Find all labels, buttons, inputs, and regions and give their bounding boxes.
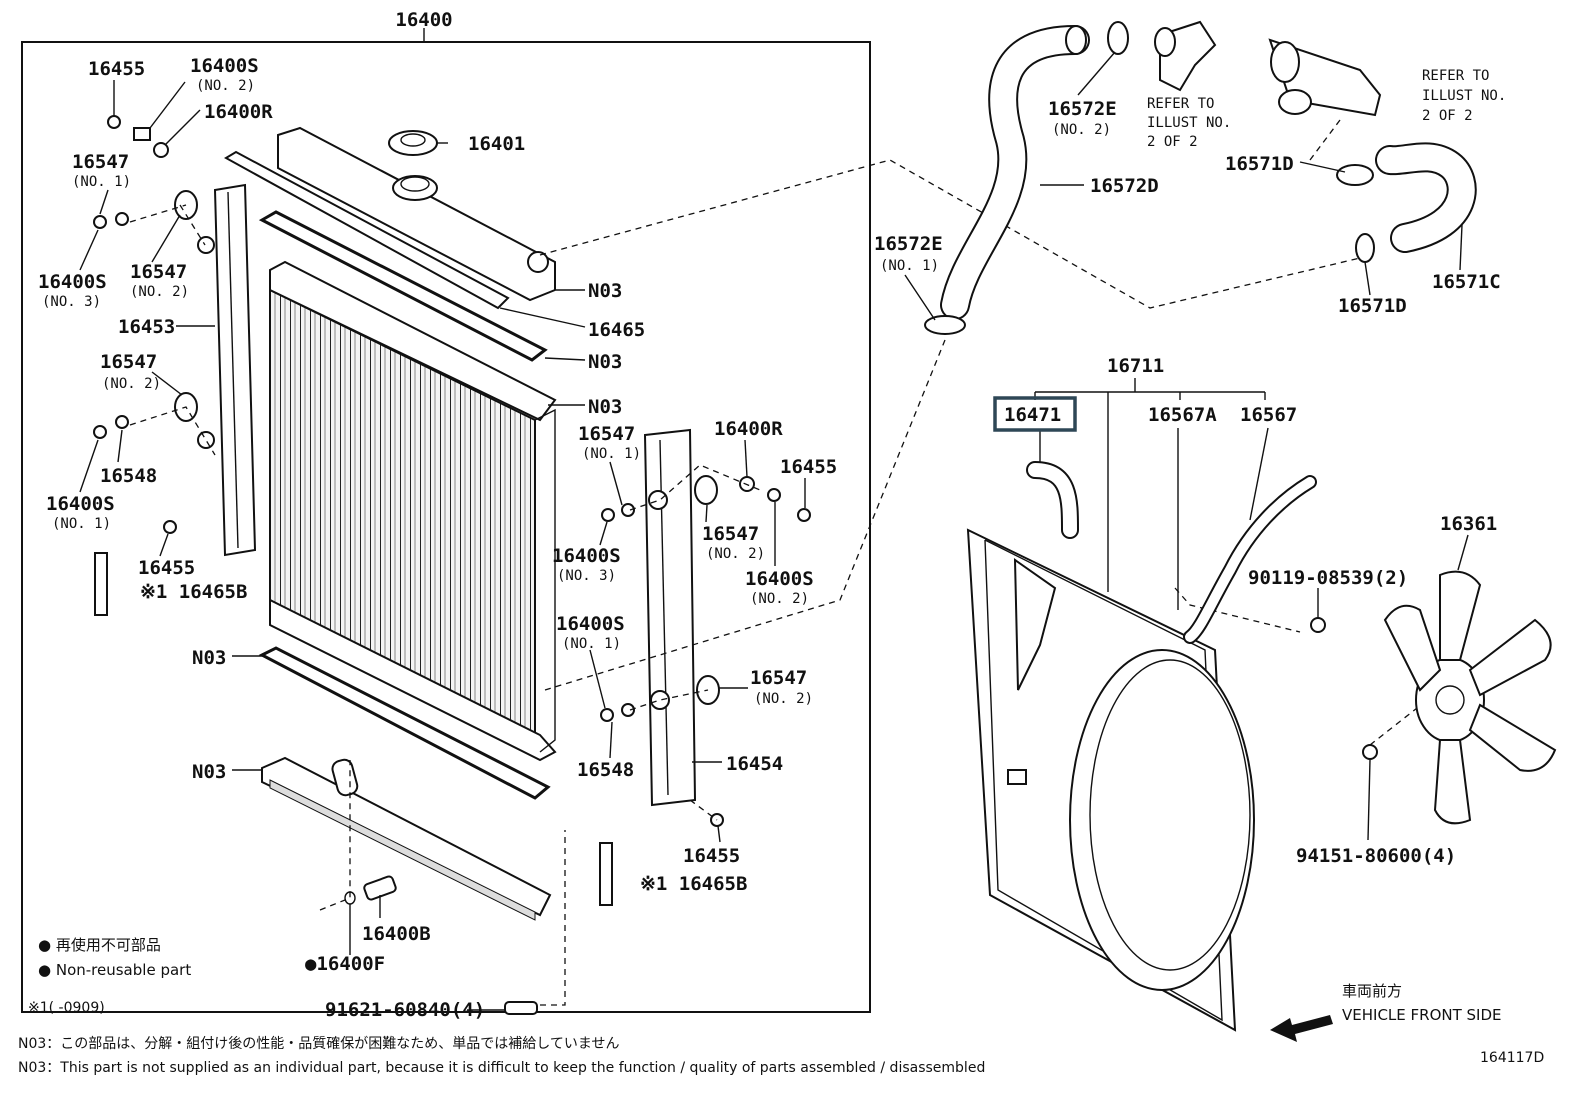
label-16400S-e-sub: (NO. 2) (750, 591, 809, 607)
label-16547-f-sub: (NO. 2) (754, 691, 813, 707)
legend-jp: ● 再使用不可部品 (38, 936, 161, 954)
label-16400S-e: 16400S (745, 568, 814, 590)
refer-a-line3: 2 OF 2 (1147, 134, 1198, 150)
right-fasteners (504, 475, 811, 1015)
label-16572E-a-sub: (NO. 2) (1052, 122, 1111, 138)
fan-shroud (966, 528, 1255, 1032)
radiator-core (269, 260, 557, 762)
lower-tank (261, 756, 552, 921)
label-16548-b: 16548 (577, 759, 634, 781)
label-16547-c: 16547 (100, 351, 157, 373)
label-n03-b: N03 (588, 351, 622, 373)
label-16400R-b: 16400R (714, 418, 783, 440)
label-91621: 91621-60840(4) (325, 999, 485, 1021)
drain-plug (344, 875, 397, 905)
upper-gasket (258, 210, 548, 362)
label-16547-e: 16547 (702, 523, 759, 545)
label-16400S-f-sub: (NO. 1) (562, 636, 621, 652)
right-side-support (643, 428, 697, 807)
label-16465B-a: ※1 16465B (140, 581, 247, 603)
label-16571D-b: 16571D (1338, 295, 1407, 317)
label-16400F: ●16400F (305, 953, 385, 975)
direction-jp: 車両前方 (1342, 982, 1402, 1000)
footnote-n03-jp: N03：この部品は、分解・組付け後の性能・品質確保が困難なため、単品では補給して… (18, 1036, 619, 1052)
direction-en: VEHICLE FRONT SIDE (1342, 1006, 1502, 1024)
label-16453: 16453 (118, 316, 175, 338)
assembly-label: 16400 (395, 9, 452, 31)
footnote-n03-en: N03：This part is not supplied as an indi… (18, 1060, 985, 1076)
label-16547-f: 16547 (750, 667, 807, 689)
refer-b-line2: ILLUST NO. (1422, 88, 1506, 104)
label-16400B: 16400B (362, 923, 431, 945)
label-16401: 16401 (468, 133, 525, 155)
upper-seal (223, 150, 510, 310)
label-16455-b: 16455 (138, 557, 195, 579)
label-16400R-a: 16400R (204, 101, 273, 123)
water-inlet (1268, 38, 1382, 117)
label-16547-a: 16547 (72, 151, 129, 173)
label-16400S-b: 16400S (38, 271, 107, 293)
refer-b-line1: REFER TO (1422, 68, 1489, 84)
label-16400S-b-sub: (NO. 3) (42, 294, 101, 310)
lower-hose (1336, 142, 1477, 263)
label-16471: 16471 (1004, 404, 1061, 426)
label-16465B-b: ※1 16465B (640, 873, 747, 895)
label-94151: 94151-80600(4) (1296, 845, 1456, 867)
vehicle-front-arrow (1270, 1015, 1333, 1042)
label-16547-d-sub: (NO. 1) (582, 446, 641, 462)
label-16400S-c-sub: (NO. 1) (52, 516, 111, 532)
label-16454: 16454 (726, 753, 783, 775)
label-16572E-a: 16572E (1048, 98, 1117, 120)
label-n03-a: N03 (588, 280, 622, 302)
footnote-mark: ※1( -0909) (28, 1000, 105, 1016)
refer-a-line1: REFER TO (1147, 96, 1214, 112)
cooling-fan (1362, 570, 1557, 825)
label-90119: 90119-08539(2) (1248, 567, 1408, 589)
label-16567A: 16567A (1148, 404, 1217, 426)
label-n03-e: N03 (192, 761, 226, 783)
label-16400S-a: 16400S (190, 55, 259, 77)
label-16400S-d: 16400S (552, 545, 621, 567)
dashed-leaders (129, 119, 1441, 1006)
upper-tank (277, 126, 556, 302)
legend-en: ● Non-reusable part (38, 961, 191, 979)
leader-lines (79, 51, 1469, 1011)
radiator-cap (388, 130, 438, 156)
label-n03-d: N03 (192, 647, 226, 669)
label-16572E-b: 16572E (874, 233, 943, 255)
label-16400S-f: 16400S (556, 613, 625, 635)
lower-gasket (258, 646, 551, 800)
label-16400S-a-sub: (NO. 2) (196, 78, 255, 94)
label-16711: 16711 (1107, 355, 1164, 377)
label-16455-a: 16455 (88, 58, 145, 80)
label-16400S-d-sub: (NO. 3) (557, 568, 616, 584)
label-n03-c: N03 (588, 396, 622, 418)
label-16571D-a: 16571D (1225, 153, 1294, 175)
label-16361: 16361 (1440, 513, 1497, 535)
upper-hose (924, 21, 1129, 335)
label-16547-b-sub: (NO. 2) (130, 284, 189, 300)
label-16547-d: 16547 (578, 423, 635, 445)
label-16547-e-sub: (NO. 2) (706, 546, 765, 562)
label-16572D: 16572D (1090, 175, 1159, 197)
highlight-box-16471 (993, 396, 1077, 432)
label-16465: 16465 (588, 319, 645, 341)
label-16547-a-sub: (NO. 1) (72, 174, 131, 190)
label-16571C: 16571C (1432, 271, 1501, 293)
water-outlet (1154, 20, 1217, 92)
label-16548-a: 16548 (100, 465, 157, 487)
left-side-support (197, 183, 257, 557)
refer-b-line3: 2 OF 2 (1422, 108, 1473, 124)
refer-a-line2: ILLUST NO. (1147, 115, 1231, 131)
label-16572E-b-sub: (NO. 1) (880, 258, 939, 274)
label-16567: 16567 (1240, 404, 1297, 426)
diagram-code: 164117D (1480, 1050, 1544, 1066)
label-16455-d: 16455 (683, 845, 740, 867)
label-16400S-c: 16400S (46, 493, 115, 515)
label-16455-c: 16455 (780, 456, 837, 478)
label-16547-c-sub: (NO. 2) (102, 376, 161, 392)
label-16547-b: 16547 (130, 261, 187, 283)
